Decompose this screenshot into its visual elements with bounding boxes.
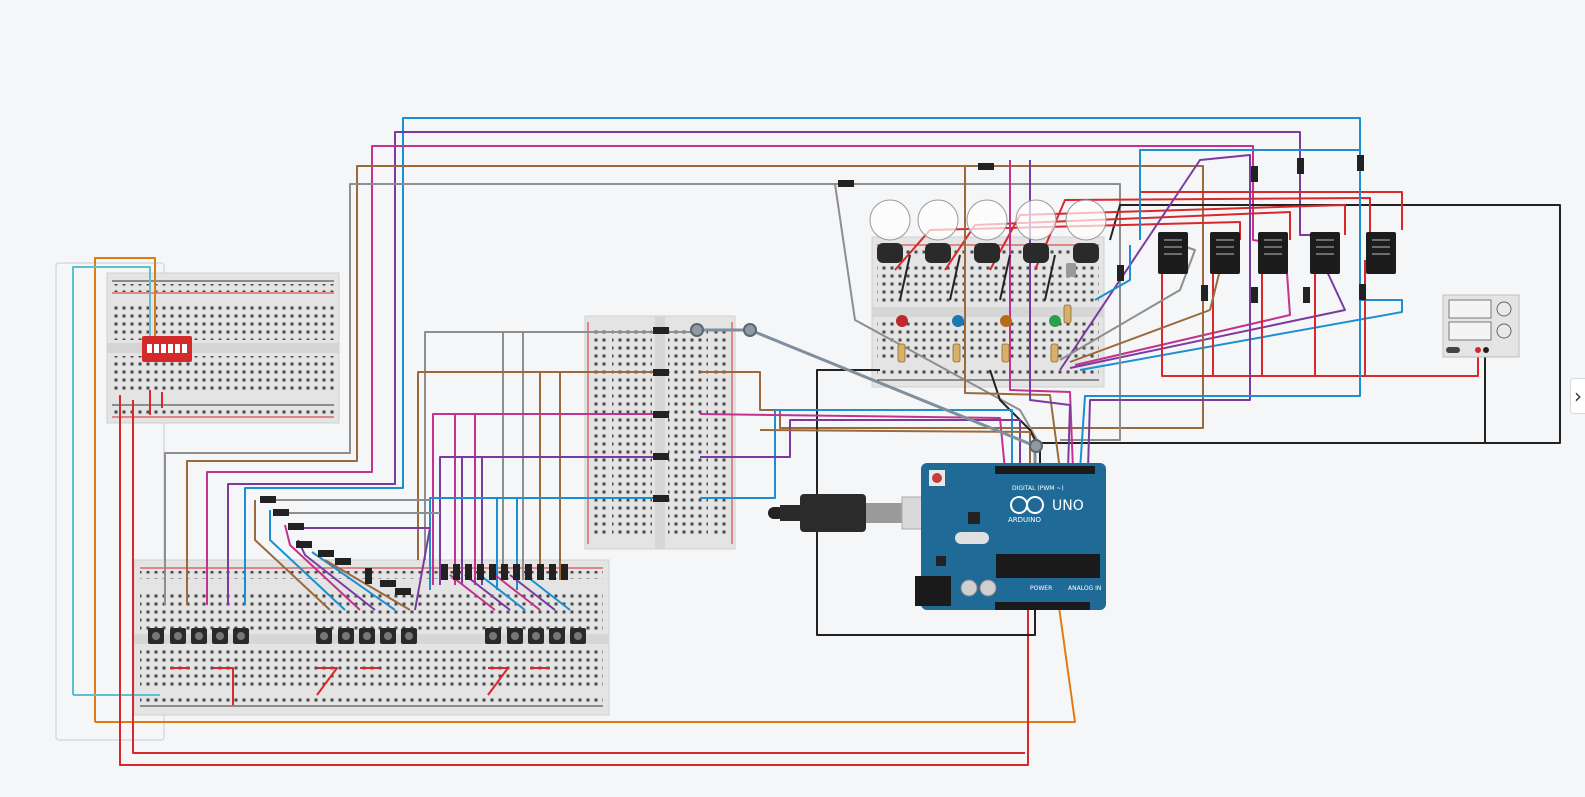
usb-cable[interactable]: [768, 494, 927, 532]
breadboard-vertical-middle[interactable]: [584, 315, 736, 550]
arduino-digital-label: DIGITAL (PWM ~): [1012, 485, 1064, 492]
relay-2[interactable]: [1258, 232, 1288, 274]
relay-0[interactable]: [1158, 232, 1188, 274]
dip-switch[interactable]: [142, 336, 192, 362]
resistors[interactable]: [897, 304, 1072, 363]
led-3[interactable]: [1049, 315, 1061, 327]
wires: [72, 117, 1561, 766]
push-buttons[interactable]: [148, 628, 586, 644]
arduino-analog-label: ANALOG IN: [1068, 585, 1101, 592]
relay-4[interactable]: [1366, 232, 1396, 274]
relay-1[interactable]: [1210, 232, 1240, 274]
leds[interactable]: [896, 315, 1061, 327]
power-supply[interactable]: [1442, 294, 1520, 358]
light-bulbs[interactable]: [869, 199, 1107, 277]
led-1[interactable]: [952, 315, 964, 327]
arduino-uno-board[interactable]: ARDUINO UNO DIGITAL (PWM ~) POWER ANALOG…: [915, 463, 1106, 610]
sidebar-toggle-button[interactable]: ›: [1570, 378, 1585, 414]
relays[interactable]: [1158, 232, 1396, 274]
arduino-brand-label: ARDUINO: [1008, 516, 1041, 524]
led-0[interactable]: [896, 315, 908, 327]
diodes[interactable]: [260, 155, 1366, 595]
arduino-power-label: POWER: [1030, 585, 1052, 592]
relay-3[interactable]: [1310, 232, 1340, 274]
led-2[interactable]: [1000, 315, 1012, 327]
arduino-model-label: UNO: [1052, 498, 1084, 514]
breadboard-small-left[interactable]: [106, 272, 340, 424]
